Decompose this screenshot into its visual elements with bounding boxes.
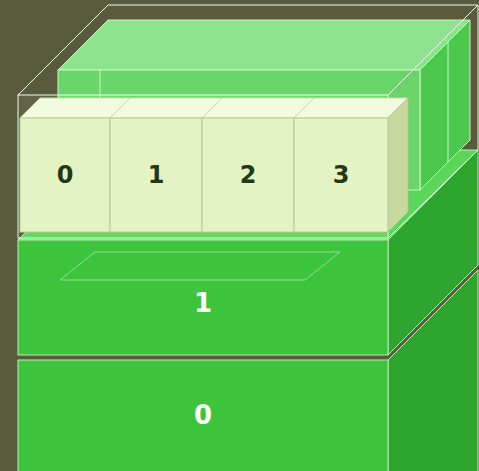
cube-label: 0	[57, 161, 74, 189]
glass-side	[388, 5, 478, 238]
cube-box: 1	[110, 118, 202, 232]
back-row-divider	[448, 42, 449, 162]
cube-front	[202, 118, 294, 232]
layer-label: 1	[194, 288, 212, 318]
layer-label: 0	[194, 400, 212, 430]
cube-front	[294, 118, 388, 232]
cube-label: 3	[333, 161, 350, 189]
cube-label: 2	[240, 161, 257, 189]
layer-front	[18, 240, 388, 355]
cube-front	[110, 118, 202, 232]
layer-box: 0	[18, 380, 388, 450]
cube-front	[20, 118, 110, 232]
cube-box: 3	[294, 118, 388, 232]
layer-front	[18, 360, 388, 471]
layer-box: 1	[18, 283, 388, 323]
cube-box: 0	[20, 118, 110, 232]
cube-side	[388, 98, 408, 232]
back-row-top	[58, 20, 470, 70]
cube-label: 1	[148, 161, 165, 189]
cube-row	[20, 98, 408, 232]
cube-box: 2	[202, 118, 294, 232]
floor-outline	[60, 252, 340, 280]
glass-top	[18, 5, 478, 95]
